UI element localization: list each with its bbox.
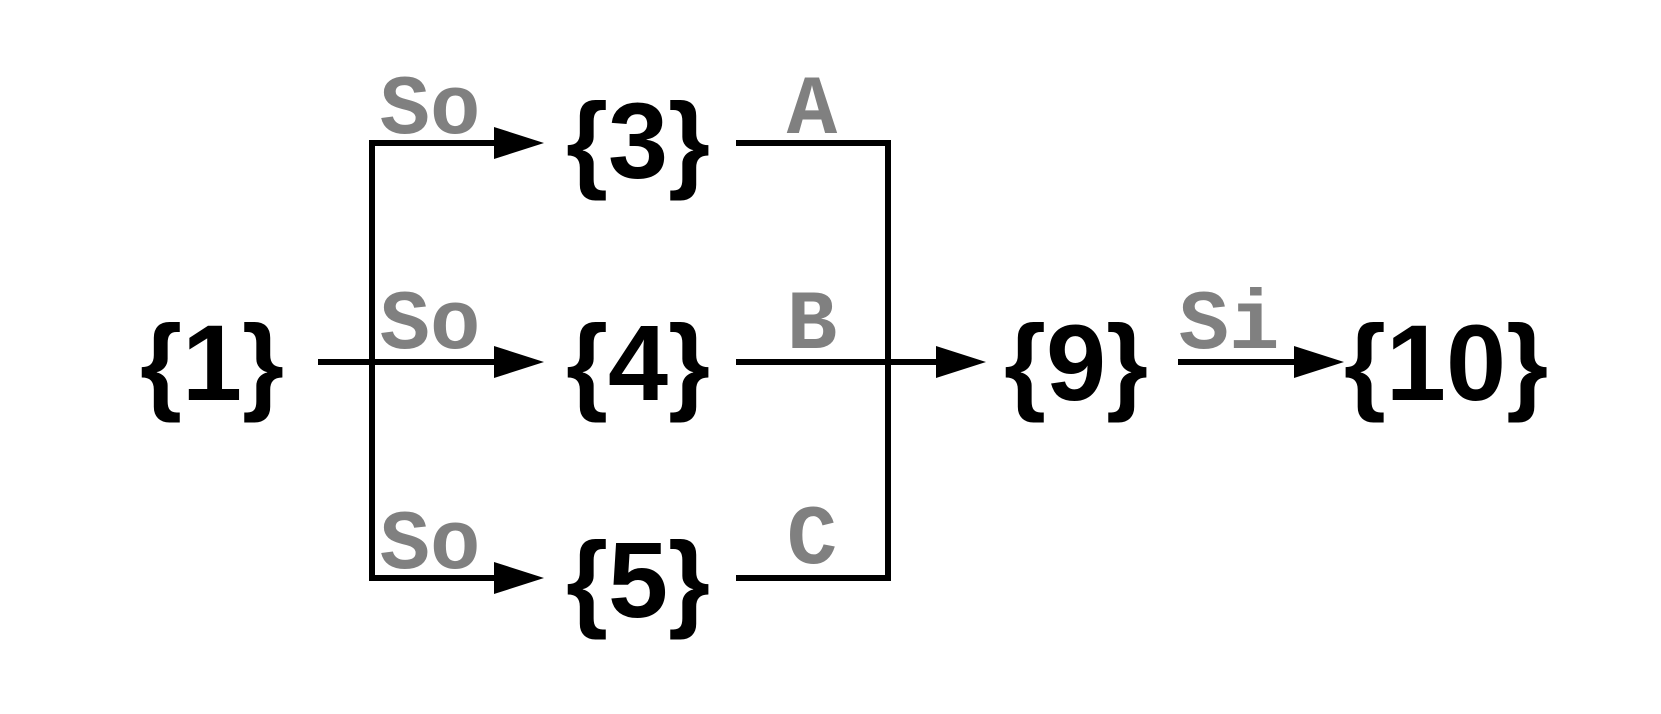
edge-label-si: Si (1179, 279, 1280, 374)
arrowhead-to-10 (1294, 346, 1344, 378)
split-bus (369, 140, 498, 581)
arrowhead-to-4 (494, 346, 544, 378)
arrowhead-to-9 (936, 346, 986, 378)
node-3: {3} (566, 80, 710, 201)
node-9: {9} (1004, 302, 1148, 423)
node-5: {5} (566, 519, 710, 640)
arrowhead-to-3 (494, 127, 544, 159)
edge-label-so-mid: So (380, 279, 481, 374)
node-1: {1} (140, 302, 284, 423)
edge-label-c: C (787, 494, 837, 589)
node-4: {4} (566, 302, 710, 423)
edge-label-b: B (787, 279, 837, 374)
arrowhead-to-5 (494, 562, 544, 594)
node-10: {10} (1344, 302, 1548, 423)
